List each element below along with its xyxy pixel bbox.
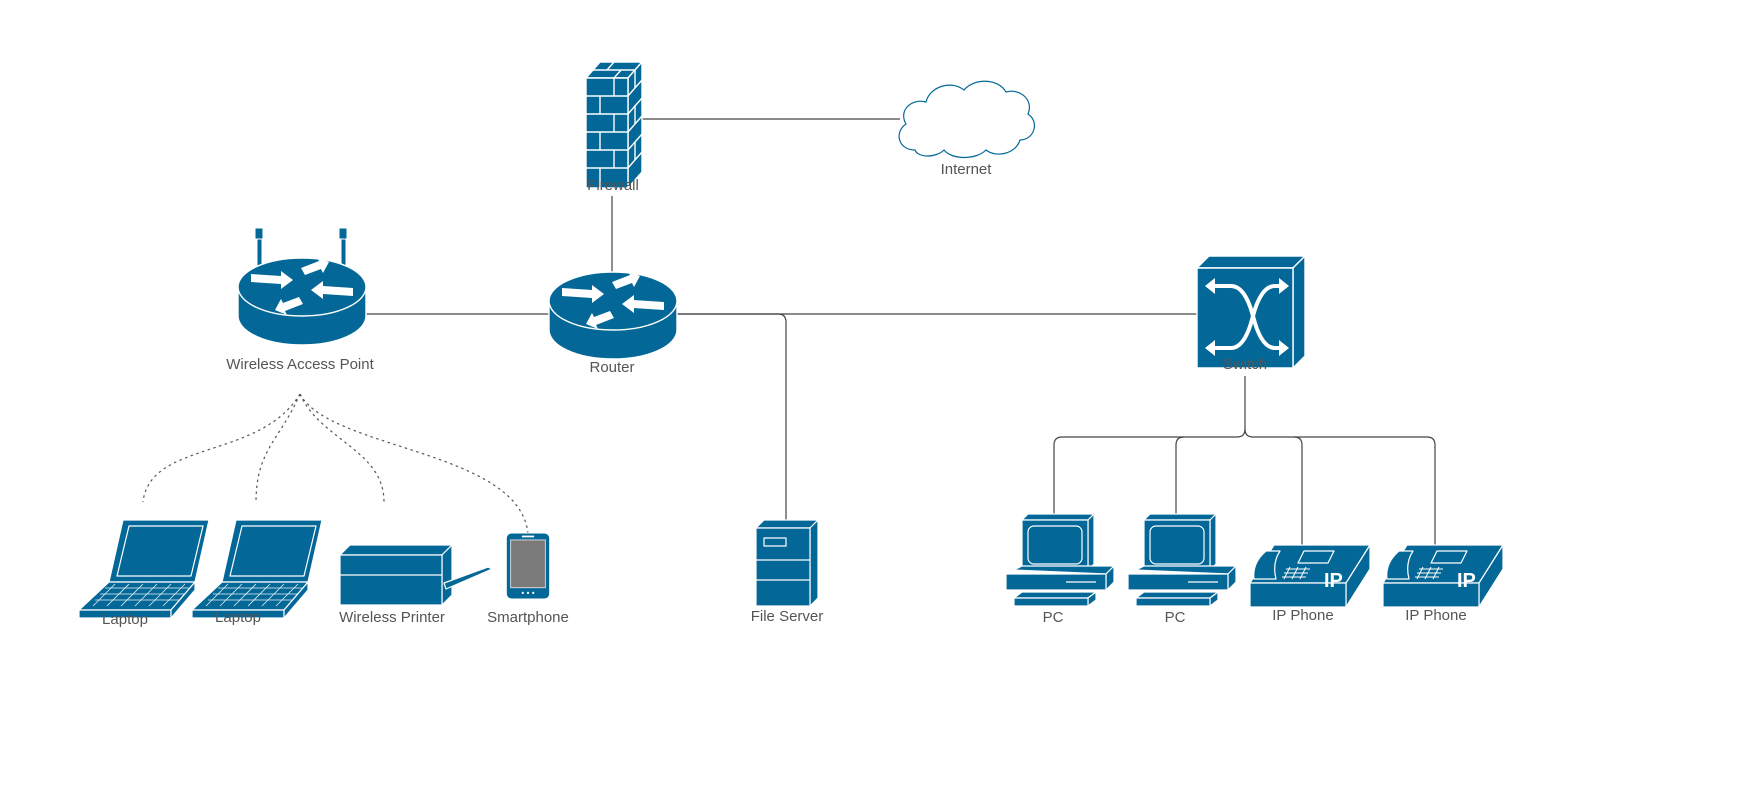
node-pc-2[interactable]: PC xyxy=(1127,513,1237,626)
pc-icon xyxy=(1127,513,1237,607)
ipphone-2-label: IP Phone xyxy=(1405,607,1466,624)
wap-label: Wireless Access Point xyxy=(226,356,374,373)
ip-badge: IP xyxy=(1324,570,1343,592)
link-switch-ipphone1 xyxy=(1244,428,1303,548)
firewall-icon xyxy=(585,61,643,189)
ip-phone-icon xyxy=(1382,544,1504,608)
link-switch-pc2 xyxy=(1175,436,1185,514)
printer-icon xyxy=(339,544,493,606)
laptop-icon xyxy=(191,519,323,619)
pc-icon xyxy=(1005,513,1115,607)
laptop-2-label: Laptop xyxy=(215,609,261,626)
switch-label: Switch xyxy=(1223,356,1267,373)
pc-2-label: PC xyxy=(1165,609,1186,626)
router-label: Router xyxy=(589,359,634,376)
wireless-link-printer xyxy=(299,393,385,503)
firewall-label: Firewall xyxy=(587,177,639,194)
smartphone-icon xyxy=(505,532,551,600)
node-ipphone-1[interactable]: IP IP Phone xyxy=(1249,544,1371,624)
laptop-icon xyxy=(78,519,210,619)
node-ipphone-2[interactable]: IP IP Phone xyxy=(1382,544,1504,624)
node-laptop-1[interactable]: Laptop xyxy=(78,519,210,628)
wireless-link-smartphone xyxy=(299,393,529,535)
fileserver-label: File Server xyxy=(751,608,824,625)
wireless-link-laptop1 xyxy=(142,393,301,503)
switch-icon xyxy=(1195,254,1307,370)
internet-label: Internet xyxy=(941,161,993,178)
printer-label: Wireless Printer xyxy=(339,609,445,626)
ip-badge: IP xyxy=(1457,570,1476,592)
node-smartphone[interactable]: Smartphone xyxy=(487,532,569,626)
node-pc-1[interactable]: PC xyxy=(1005,513,1115,626)
ip-phone-icon xyxy=(1249,544,1371,608)
links xyxy=(142,118,1436,548)
server-icon xyxy=(755,519,819,607)
cloud-icon xyxy=(898,80,1036,159)
node-printer[interactable]: Wireless Printer xyxy=(339,544,493,626)
pc-1-label: PC xyxy=(1043,609,1064,626)
link-switch-bus xyxy=(1053,376,1246,514)
node-firewall[interactable]: Firewall xyxy=(585,61,643,194)
smartphone-label: Smartphone xyxy=(487,609,569,626)
node-internet[interactable]: Internet xyxy=(898,80,1036,178)
node-wap[interactable]: Wireless Access Point xyxy=(226,227,375,373)
router-icon xyxy=(548,270,678,360)
node-fileserver[interactable]: File Server xyxy=(751,519,824,625)
laptop-1-label: Laptop xyxy=(102,611,148,628)
wireless-router-icon xyxy=(237,227,367,346)
link-switch-ipphone2 xyxy=(1294,436,1436,548)
node-laptop-2[interactable]: Laptop xyxy=(191,519,323,626)
link-router-fileserver xyxy=(676,313,787,522)
node-router[interactable]: Router xyxy=(548,270,678,376)
wireless-link-laptop2 xyxy=(255,393,301,503)
node-switch[interactable]: Switch xyxy=(1195,254,1307,373)
ipphone-1-label: IP Phone xyxy=(1272,607,1333,624)
